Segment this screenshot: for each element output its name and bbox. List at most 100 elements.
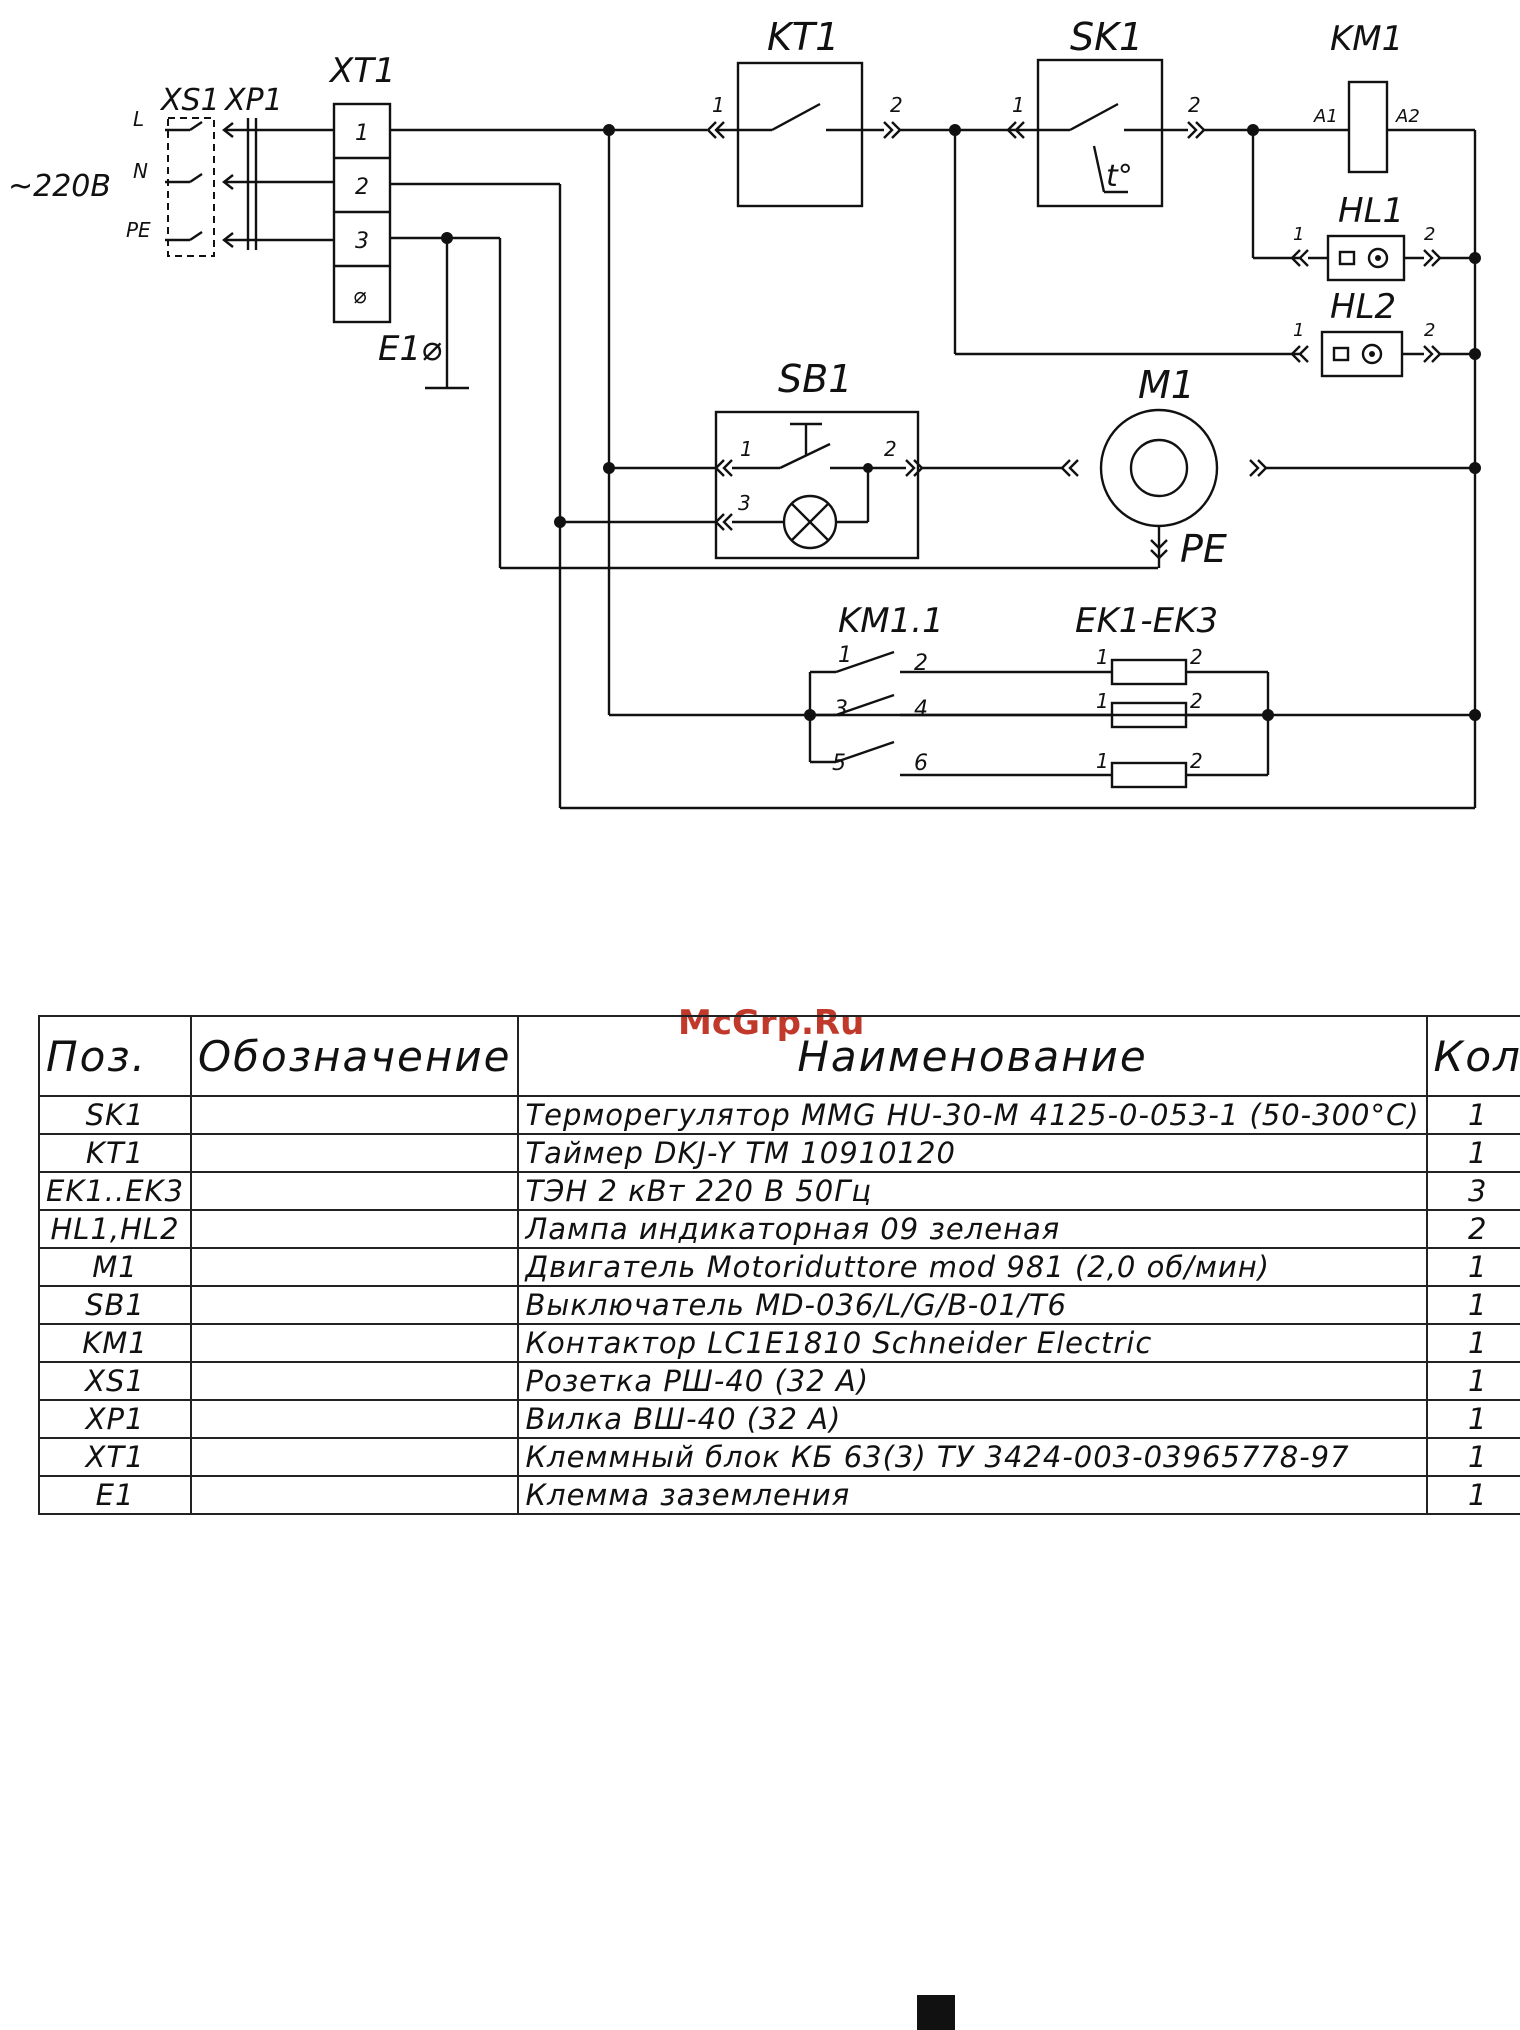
connector-xs1-label: XS1: [159, 83, 220, 118]
connector-xp1-label: XP1: [223, 83, 283, 118]
cell-pos: SB1: [37, 1285, 193, 1325]
cell-pos: KT1: [37, 1133, 193, 1173]
heaters-ek-label: EK1-EK3: [1075, 601, 1218, 641]
cell-pos: XT1: [37, 1437, 193, 1477]
supply-voltage-label: ~220В: [8, 169, 111, 204]
contactor-km1-coil: [1347, 80, 1389, 174]
thermostat-sk1-label: SK1: [1070, 15, 1143, 59]
table-row: XP1 Вилка ВШ-40 (32 А)1: [37, 1399, 1520, 1439]
phase-n-label: N: [133, 159, 148, 183]
heater-ek1: [1110, 658, 1188, 686]
sb1-pin-1: 1: [740, 437, 753, 461]
sb1-pin-3: 3: [738, 491, 751, 515]
cell-designation: [190, 1133, 520, 1173]
terminal-3-label: 3: [355, 229, 369, 254]
cell-name: Терморегулятор MMG HU-30-M 4125-0-053-1 …: [517, 1095, 1428, 1135]
table-header-row: Поз. Обозначение Наименование Кол: [37, 1015, 1520, 1097]
cell-name: Лампа индикаторная 09 зеленая: [517, 1209, 1428, 1249]
cell-qty: 1: [1425, 1247, 1520, 1287]
specification-table: Поз. Обозначение Наименование Кол SK1 Тер…: [37, 1015, 1520, 1515]
cell-name: Вилка ВШ-40 (32 А): [517, 1399, 1428, 1439]
switch-sb1: [714, 410, 920, 560]
terminal-1-label: 1: [355, 121, 369, 146]
table-row: SK1 Терморегулятор MMG HU-30-M 4125-0-053…: [37, 1095, 1520, 1135]
thermostat-sk1: [1036, 58, 1164, 208]
phase-pe-label: PE: [126, 218, 151, 242]
cell-name: Клеммный блок КБ 63(3) ТУ 3424-003-03965…: [517, 1437, 1428, 1477]
cell-qty: 1: [1425, 1285, 1520, 1325]
page-marker: [917, 1995, 955, 2030]
cell-qty: 1: [1425, 1437, 1520, 1477]
hl1-pin-1: 1: [1293, 224, 1304, 245]
ek2-pin-2: 2: [1190, 689, 1203, 713]
contactor-km1-label: KM1: [1330, 19, 1403, 59]
ground-e1-label: E1⌀: [378, 329, 442, 369]
header-name: Наименование: [517, 1015, 1428, 1097]
cell-name: Таймер DKJ-Y TM 10910120: [517, 1133, 1428, 1173]
cell-designation: [190, 1209, 520, 1249]
cell-qty: 1: [1425, 1475, 1520, 1515]
terminal-ground-label: ⌀: [353, 284, 367, 309]
socket-xs1: [167, 117, 215, 257]
cell-name: Контактор LC1E1810 Schneider Electric: [517, 1323, 1428, 1363]
thermostat-symbol: t°: [1106, 159, 1133, 194]
heater-ek3: [1110, 761, 1188, 789]
cell-designation: [190, 1247, 520, 1287]
cell-designation: [190, 1437, 520, 1477]
ek1-pin-2: 2: [1190, 645, 1203, 669]
motor-m1: [1099, 408, 1219, 528]
km1-1-pin-1: 1: [838, 643, 852, 668]
sk1-pin-2: 2: [1188, 93, 1201, 117]
cell-pos: XP1: [37, 1399, 193, 1439]
cell-designation: [190, 1171, 520, 1211]
table-row: XT1 Клеммный блок КБ 63(3) ТУ 3424-003-03…: [37, 1437, 1520, 1477]
kt1-pin-1: 1: [712, 93, 725, 117]
cell-pos: SK1: [37, 1095, 193, 1135]
lamp-hl1-label: HL1: [1338, 191, 1404, 231]
switch-sb1-label: SB1: [778, 357, 852, 401]
lamp-hl2-label: HL2: [1330, 287, 1396, 327]
km1-1-pin-6: 6: [914, 751, 928, 776]
cell-qty: 1: [1425, 1323, 1520, 1363]
cell-pos: E1: [37, 1475, 193, 1515]
ek3-pin-2: 2: [1190, 749, 1203, 773]
cell-designation: [190, 1095, 520, 1135]
timer-kt1-label: KT1: [767, 15, 839, 59]
cell-designation: [190, 1323, 520, 1363]
timer-kt1: [736, 61, 864, 208]
cell-qty: 1: [1425, 1133, 1520, 1173]
hl1-pin-2: 2: [1424, 224, 1435, 245]
km1-1-pin-5: 5: [832, 751, 846, 776]
ek1-pin-1: 1: [1096, 645, 1109, 669]
sk1-pin-1: 1: [1012, 93, 1025, 117]
table-row: KM1 Контактор LC1E1810 Schneider Electric…: [37, 1323, 1520, 1363]
motor-pe-label: PE: [1180, 527, 1227, 571]
table-body: SK1 Терморегулятор MMG HU-30-M 4125-0-053…: [37, 1095, 1520, 1515]
cell-name: Двигатель Motoriduttore mod 981 (2,0 об/…: [517, 1247, 1428, 1287]
hl2-pin-1: 1: [1293, 320, 1304, 341]
cell-qty: 3: [1425, 1171, 1520, 1211]
hl2-pin-2: 2: [1424, 320, 1435, 341]
header-designation: Обозначение: [190, 1015, 520, 1097]
phase-l-label: L: [133, 107, 144, 131]
cell-qty: 1: [1425, 1095, 1520, 1135]
cell-pos: XS1: [37, 1361, 193, 1401]
cell-qty: 1: [1425, 1399, 1520, 1439]
cell-pos: KM1: [37, 1323, 193, 1363]
km1-1-pin-4: 4: [914, 697, 928, 722]
contacts-km1-1-label: KM1.1: [838, 601, 944, 641]
cell-qty: 2: [1425, 1209, 1520, 1249]
ek3-pin-1: 1: [1096, 749, 1109, 773]
km1-a2-label: A2: [1395, 106, 1420, 127]
cell-name: Выключатель MD-036/L/G/B-01/T6: [517, 1285, 1428, 1325]
terminal-block-xt1-label: XT1: [328, 51, 396, 91]
cell-designation: [190, 1399, 520, 1439]
header-pos: Поз.: [37, 1015, 193, 1097]
electrical-schematic: ~220В L N PE XS1 XP1 XT1 1 2 3 ⌀ E1⌀ KT1…: [8, 15, 1481, 810]
